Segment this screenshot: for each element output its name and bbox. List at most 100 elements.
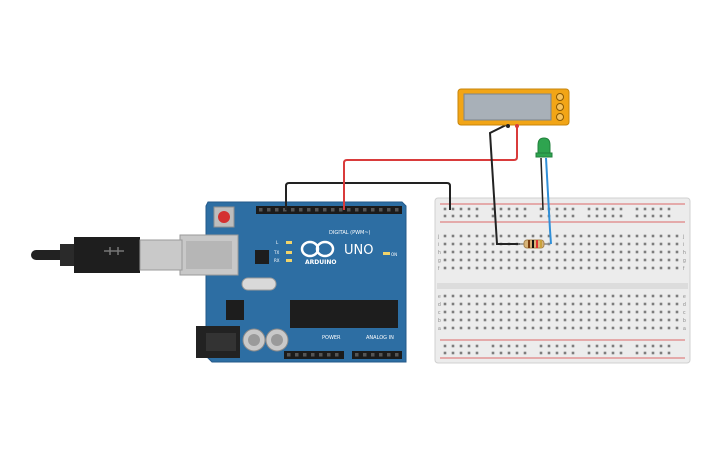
breadboard-hole[interactable] bbox=[571, 344, 575, 348]
power-pin[interactable] bbox=[295, 353, 299, 357]
digital-pin[interactable] bbox=[283, 208, 287, 212]
breadboard-hole[interactable] bbox=[483, 294, 487, 298]
breadboard-hole[interactable] bbox=[499, 351, 503, 355]
breadboard-hole[interactable] bbox=[651, 326, 655, 330]
resistor[interactable] bbox=[518, 239, 550, 249]
breadboard-hole[interactable] bbox=[459, 207, 463, 211]
digital-pin[interactable] bbox=[355, 208, 359, 212]
breadboard-hole[interactable] bbox=[523, 344, 527, 348]
breadboard-hole[interactable] bbox=[467, 294, 471, 298]
breadboard-hole[interactable] bbox=[475, 310, 479, 314]
breadboard-hole[interactable] bbox=[483, 258, 487, 262]
breadboard-hole[interactable] bbox=[459, 258, 463, 262]
breadboard-hole[interactable] bbox=[619, 214, 623, 218]
led-green[interactable] bbox=[535, 137, 553, 158]
breadboard-hole[interactable] bbox=[667, 326, 671, 330]
breadboard-hole[interactable] bbox=[459, 351, 463, 355]
breadboard-hole[interactable] bbox=[635, 310, 639, 314]
breadboard-hole[interactable] bbox=[499, 266, 503, 270]
breadboard-hole[interactable] bbox=[475, 351, 479, 355]
breadboard-hole[interactable] bbox=[579, 266, 583, 270]
breadboard-hole[interactable] bbox=[451, 258, 455, 262]
breadboard-hole[interactable] bbox=[659, 326, 663, 330]
breadboard-hole[interactable] bbox=[659, 310, 663, 314]
breadboard-hole[interactable] bbox=[619, 294, 623, 298]
breadboard-hole[interactable] bbox=[451, 326, 455, 330]
breadboard-hole[interactable] bbox=[659, 207, 663, 211]
breadboard-hole[interactable] bbox=[515, 214, 519, 218]
breadboard-hole[interactable] bbox=[603, 258, 607, 262]
breadboard-hole[interactable] bbox=[491, 266, 495, 270]
breadboard-hole[interactable] bbox=[595, 258, 599, 262]
breadboard-hole[interactable] bbox=[611, 310, 615, 314]
breadboard-hole[interactable] bbox=[603, 234, 607, 238]
breadboard-hole[interactable] bbox=[611, 318, 615, 322]
breadboard-hole[interactable] bbox=[587, 266, 591, 270]
analog-pin[interactable] bbox=[363, 353, 367, 357]
breadboard-hole[interactable] bbox=[643, 242, 647, 246]
breadboard-hole[interactable] bbox=[659, 302, 663, 306]
power-pin[interactable] bbox=[303, 353, 307, 357]
breadboard-hole[interactable] bbox=[451, 242, 455, 246]
breadboard-hole[interactable] bbox=[675, 258, 679, 262]
breadboard-hole[interactable] bbox=[571, 310, 575, 314]
breadboard-hole[interactable] bbox=[659, 258, 663, 262]
breadboard-hole[interactable] bbox=[539, 266, 543, 270]
breadboard-hole[interactable] bbox=[507, 326, 511, 330]
breadboard-hole[interactable] bbox=[611, 302, 615, 306]
digital-pin[interactable] bbox=[395, 208, 399, 212]
breadboard-hole[interactable] bbox=[643, 351, 647, 355]
breadboard-hole[interactable] bbox=[499, 207, 503, 211]
breadboard-hole[interactable] bbox=[547, 234, 551, 238]
breadboard-hole[interactable] bbox=[563, 250, 567, 254]
breadboard-hole[interactable] bbox=[579, 242, 583, 246]
breadboard-hole[interactable] bbox=[635, 250, 639, 254]
breadboard-hole[interactable] bbox=[491, 234, 495, 238]
breadboard-hole[interactable] bbox=[451, 234, 455, 238]
breadboard-hole[interactable] bbox=[563, 242, 567, 246]
power-pin[interactable] bbox=[319, 353, 323, 357]
breadboard-hole[interactable] bbox=[659, 266, 663, 270]
breadboard-hole[interactable] bbox=[523, 318, 527, 322]
breadboard-hole[interactable] bbox=[627, 242, 631, 246]
breadboard-hole[interactable] bbox=[579, 318, 583, 322]
breadboard-hole[interactable] bbox=[571, 234, 575, 238]
breadboard-hole[interactable] bbox=[667, 242, 671, 246]
breadboard-hole[interactable] bbox=[587, 250, 591, 254]
breadboard-hole[interactable] bbox=[667, 294, 671, 298]
breadboard-hole[interactable] bbox=[475, 294, 479, 298]
breadboard-hole[interactable] bbox=[651, 302, 655, 306]
breadboard-hole[interactable] bbox=[627, 310, 631, 314]
breadboard-hole[interactable] bbox=[651, 258, 655, 262]
breadboard-hole[interactable] bbox=[659, 318, 663, 322]
breadboard-hole[interactable] bbox=[675, 250, 679, 254]
digital-pin[interactable] bbox=[267, 208, 271, 212]
breadboard-hole[interactable] bbox=[523, 326, 527, 330]
breadboard-hole[interactable] bbox=[491, 302, 495, 306]
breadboard-hole[interactable] bbox=[547, 294, 551, 298]
breadboard-hole[interactable] bbox=[555, 326, 559, 330]
breadboard-hole[interactable] bbox=[515, 234, 519, 238]
breadboard-hole[interactable] bbox=[443, 214, 447, 218]
wire-multimeter-black[interactable] bbox=[488, 123, 520, 245]
breadboard-hole[interactable] bbox=[475, 234, 479, 238]
breadboard-hole[interactable] bbox=[563, 266, 567, 270]
breadboard-hole[interactable] bbox=[619, 234, 623, 238]
breadboard-hole[interactable] bbox=[475, 318, 479, 322]
breadboard-hole[interactable] bbox=[603, 294, 607, 298]
breadboard-hole[interactable] bbox=[611, 214, 615, 218]
breadboard-hole[interactable] bbox=[667, 302, 671, 306]
breadboard-hole[interactable] bbox=[627, 250, 631, 254]
breadboard-hole[interactable] bbox=[643, 234, 647, 238]
breadboard-hole[interactable] bbox=[547, 258, 551, 262]
digital-pin[interactable] bbox=[387, 208, 391, 212]
multimeter-probe-com[interactable] bbox=[506, 124, 510, 128]
breadboard-hole[interactable] bbox=[643, 310, 647, 314]
breadboard-hole[interactable] bbox=[651, 351, 655, 355]
breadboard-hole[interactable] bbox=[555, 207, 559, 211]
breadboard-hole[interactable] bbox=[515, 318, 519, 322]
breadboard-hole[interactable] bbox=[475, 250, 479, 254]
breadboard-hole[interactable] bbox=[547, 344, 551, 348]
breadboard-hole[interactable] bbox=[499, 302, 503, 306]
breadboard-hole[interactable] bbox=[451, 294, 455, 298]
